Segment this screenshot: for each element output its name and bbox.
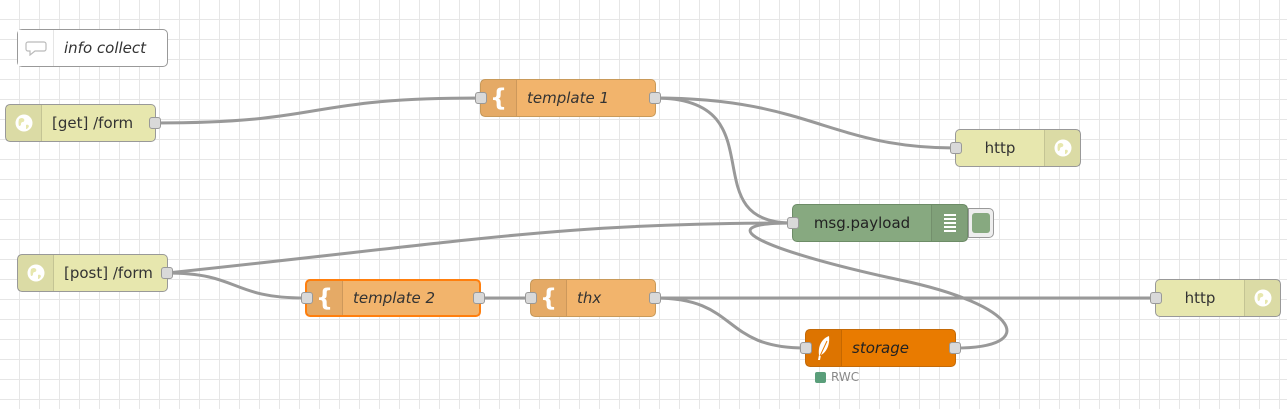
- wire-get-template1: [154, 96, 481, 125]
- debug-toggle-button[interactable]: [968, 208, 994, 238]
- feather-icon: [806, 330, 842, 366]
- wire-template1-http1: [654, 96, 956, 150]
- node-label: storage: [852, 339, 909, 357]
- wire-post-debug: [166, 221, 793, 275]
- list-icon: [931, 205, 967, 241]
- wire-post-template2: [166, 271, 306, 300]
- storage-node[interactable]: storage: [800, 329, 961, 367]
- input-port[interactable]: [950, 142, 962, 154]
- node-label: [post] /form: [64, 264, 153, 282]
- comment-node-info-collect[interactable]: info collect: [17, 29, 168, 67]
- template-node-thx[interactable]: { thx: [525, 279, 661, 317]
- brace-icon: {: [307, 281, 343, 315]
- output-port[interactable]: [649, 92, 661, 104]
- input-port[interactable]: [525, 292, 537, 304]
- node-label: [get] /form: [52, 114, 134, 132]
- storage-status: RWC: [815, 370, 859, 384]
- globe-icon: [1044, 130, 1080, 166]
- input-port[interactable]: [787, 217, 799, 229]
- http-in-node-post-form[interactable]: [post] /form: [17, 254, 173, 292]
- input-port[interactable]: [301, 292, 313, 304]
- input-port[interactable]: [800, 342, 812, 354]
- node-label: thx: [577, 289, 602, 307]
- output-port[interactable]: [949, 342, 961, 354]
- template-node-2[interactable]: { template 2: [301, 279, 485, 317]
- speech-bubble-icon: [18, 30, 54, 66]
- node-label: msg.payload: [813, 214, 911, 232]
- node-label: http: [1184, 289, 1216, 307]
- debug-node-msg-payload[interactable]: msg.payload: [787, 204, 968, 242]
- output-port[interactable]: [149, 117, 161, 129]
- node-label: template 1: [527, 89, 610, 107]
- node-label: template 2: [353, 289, 436, 307]
- node-label: http: [984, 139, 1016, 157]
- http-response-node-2[interactable]: http: [1150, 279, 1281, 317]
- debug-toggle-indicator: [972, 213, 990, 233]
- output-port[interactable]: [161, 267, 173, 279]
- wire-thx-storage: [654, 296, 806, 350]
- output-port[interactable]: [473, 292, 485, 304]
- http-in-node-get-form[interactable]: [get] /form: [5, 104, 161, 142]
- output-port[interactable]: [649, 292, 661, 304]
- brace-icon: {: [531, 280, 567, 316]
- status-dot: [815, 371, 826, 383]
- globe-icon: [18, 255, 54, 291]
- status-text: RWC: [831, 370, 860, 384]
- brace-icon: {: [481, 80, 517, 116]
- input-port[interactable]: [475, 92, 487, 104]
- template-node-1[interactable]: { template 1: [475, 79, 661, 117]
- comment-label: info collect: [64, 39, 147, 57]
- input-port[interactable]: [1150, 292, 1162, 304]
- http-response-node-1[interactable]: http: [950, 129, 1081, 167]
- globe-icon: [6, 105, 42, 141]
- globe-icon: [1244, 280, 1280, 316]
- wire-template1-debug: [654, 96, 793, 225]
